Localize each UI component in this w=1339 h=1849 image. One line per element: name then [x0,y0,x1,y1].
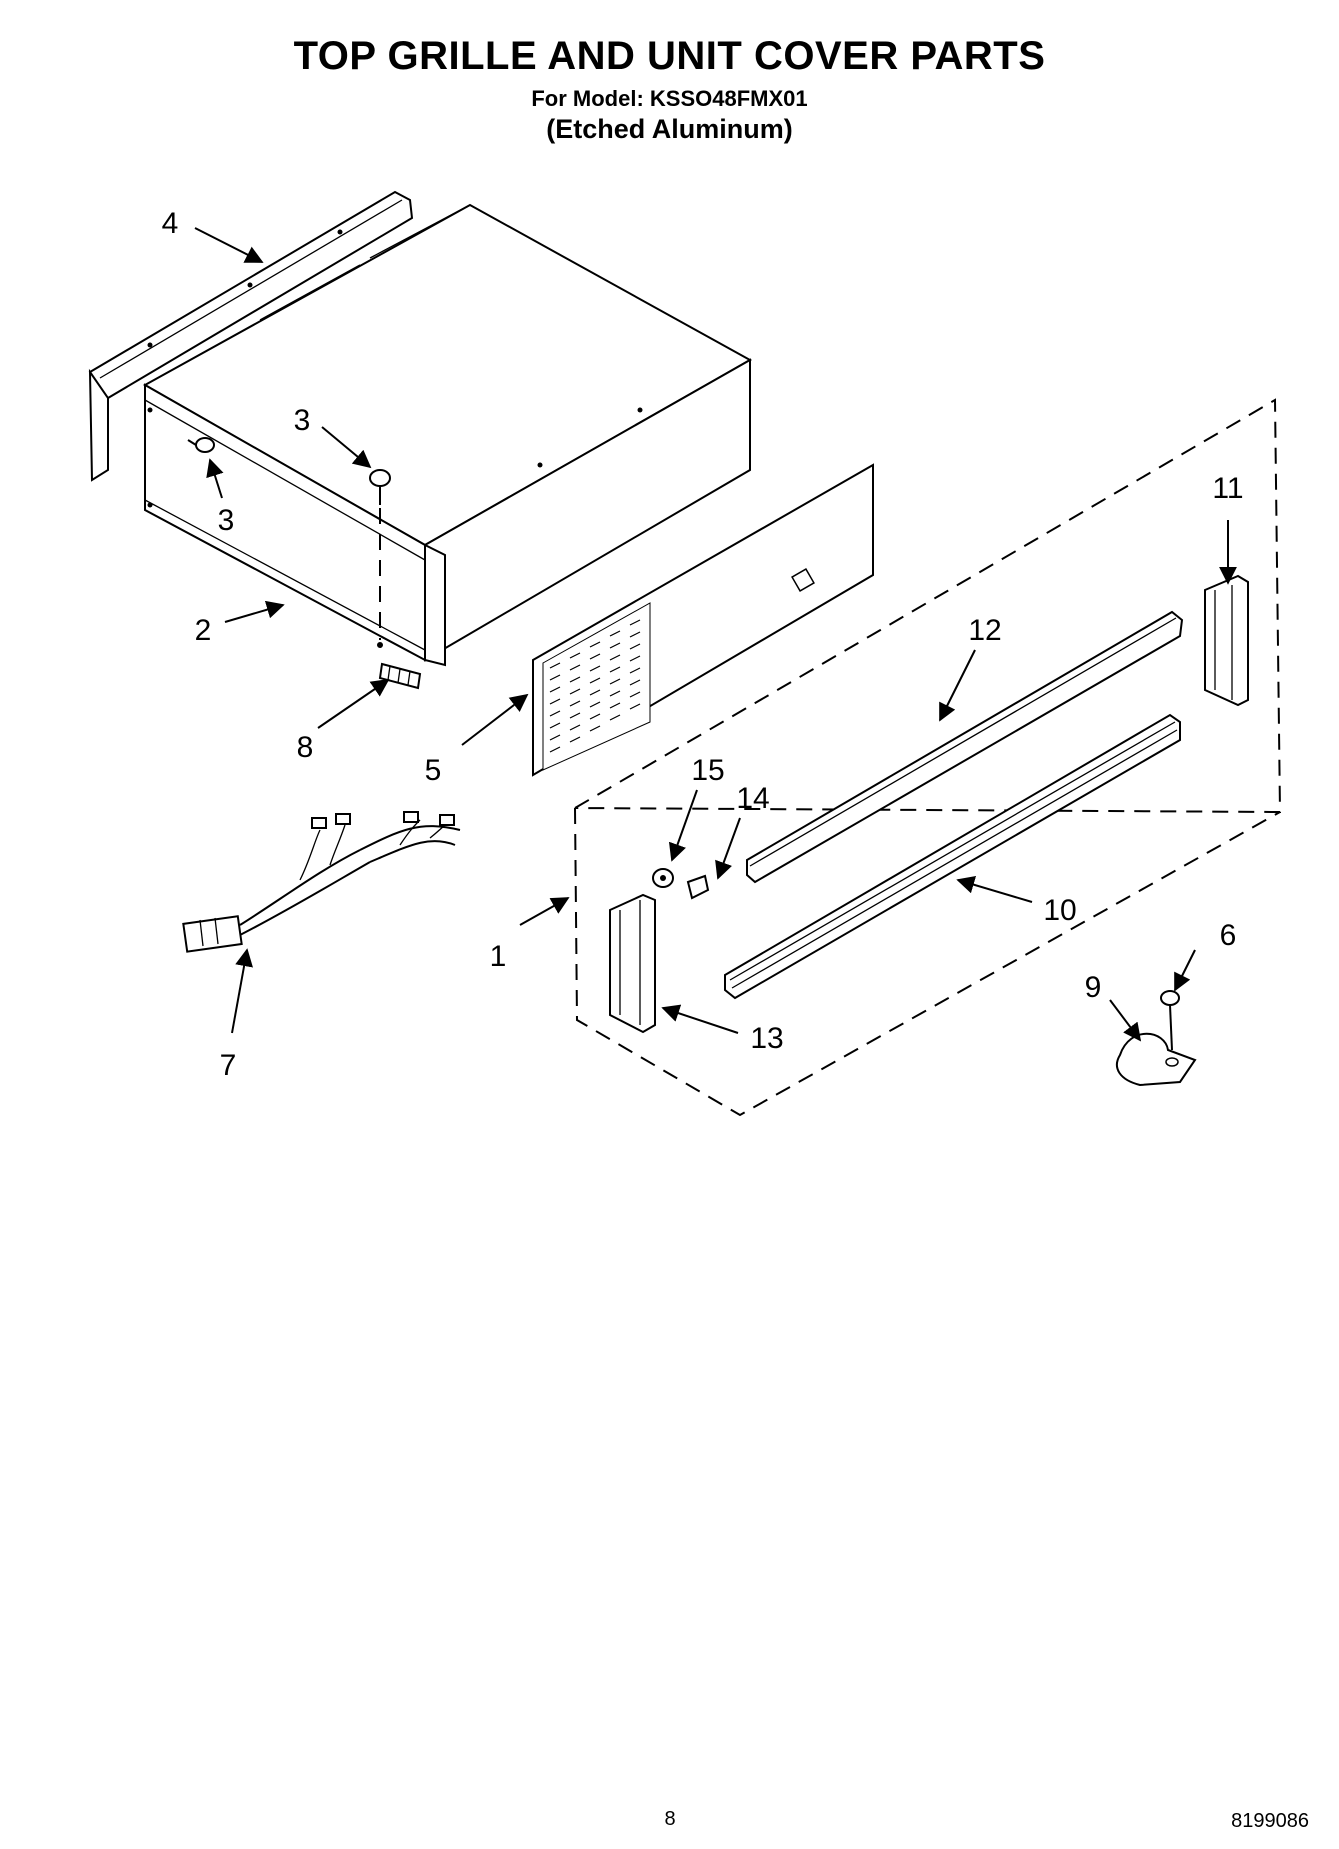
callout-14: 14 [736,782,769,815]
callout-4: 4 [162,207,179,240]
callout-13: 13 [750,1022,783,1055]
part-7-wire-harness [182,811,461,953]
callout-12: 12 [968,614,1001,647]
page-title: TOP GRILLE AND UNIT COVER PARTS [293,34,1046,78]
callout-7: 7 [220,1049,237,1082]
kit-1-outline [574,398,1282,814]
callout-8: 8 [297,731,314,764]
part-3-screw-left [187,437,215,453]
callout-10: 10 [1043,894,1076,927]
callout-5: 5 [425,754,442,787]
callout-11: 11 [1212,472,1243,505]
callout-15: 15 [691,754,724,787]
part-10-trim-channel [724,713,1181,1000]
part-11-right-end-cap [1204,574,1249,707]
leader-lines [194,227,1237,1042]
part-8-clip [378,662,422,690]
part-12-top-rail [746,610,1184,884]
part-6-screw [1160,990,1180,1051]
part-13-left-end-cap [609,893,656,1034]
page-number: 8 [664,1808,676,1830]
callout-1: 1 [490,940,507,973]
part-9-clamp [1115,1032,1197,1087]
callout-3-left: 3 [218,504,235,537]
part-5-grille-panel [532,463,874,777]
finish-line: (Etched Aluminum) [546,114,793,144]
callout-2: 2 [195,614,212,647]
part-3-screw-top [369,469,391,640]
kit-1-outline-lower [574,807,1281,1117]
document-number: 8199086 [1231,1810,1309,1832]
callout-3-top: 3 [294,404,311,437]
part-2-unit-cover [142,203,753,667]
part-4-rear-strip [88,190,414,482]
callout-9: 9 [1085,971,1102,1004]
part-15-nut [652,868,674,888]
callout-6: 6 [1220,919,1237,952]
model-line: For Model: KSSO48FMX01 [531,86,808,111]
part-14-clip [686,874,710,900]
